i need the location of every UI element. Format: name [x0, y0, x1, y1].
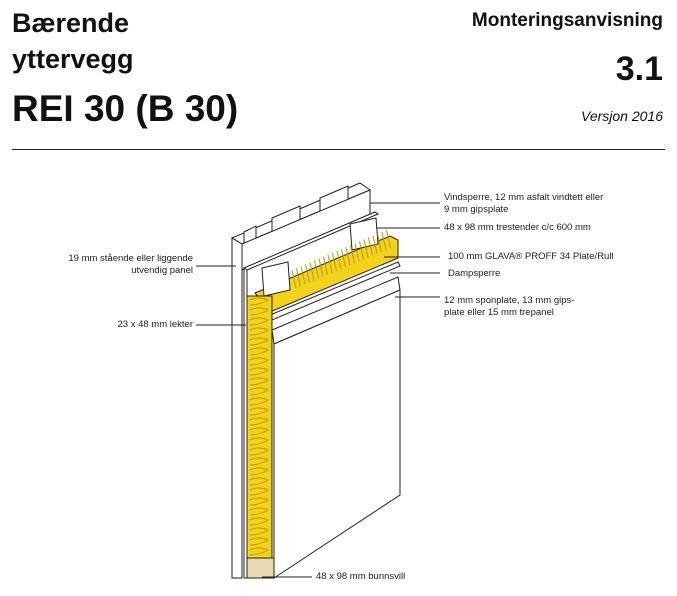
insulation-stripe	[372, 235, 378, 254]
insulation-stripe	[305, 264, 310, 283]
insulation-stripe	[296, 267, 301, 287]
insulation-wave	[249, 397, 270, 406]
insulation-wave	[249, 297, 270, 306]
header-divider	[12, 149, 665, 150]
insulation-stripe	[309, 262, 315, 281]
insulation-stripe	[332, 252, 337, 272]
insulation-wave	[249, 507, 270, 516]
cladding-front	[231, 237, 243, 579]
insulation-wave	[249, 407, 270, 416]
insulation-wave	[249, 457, 270, 466]
insulation-wave	[249, 487, 270, 496]
insulation-wave	[249, 417, 270, 426]
insulation-stripe	[345, 247, 351, 266]
insulation-wave	[249, 367, 270, 376]
insulation-wave	[249, 437, 270, 446]
interior-board	[273, 289, 401, 579]
insulation-wave	[249, 537, 270, 546]
label-bunnsvill: 48 x 98 mm bunnsvill	[316, 571, 406, 582]
title-line-2: yttervegg	[12, 44, 134, 74]
insulation-wave	[249, 547, 270, 556]
insulation-wave	[249, 427, 270, 436]
doc-type: Monteringsanvisning	[471, 10, 663, 31]
insulation-stripe	[350, 245, 355, 264]
insulation-stripe	[354, 243, 360, 262]
insulation-wave	[249, 317, 270, 326]
insulation-stripe	[363, 239, 369, 258]
insulation-wave	[249, 327, 270, 336]
insulation-wave	[249, 357, 270, 366]
insulation-wave	[249, 527, 270, 536]
insulation-wave	[249, 447, 270, 456]
insulation-wave	[249, 347, 270, 356]
label-dampsperre: Dampsperre	[448, 268, 501, 279]
label-innvendig: 12 mm sponplate, 13 mm gips-plate eller …	[444, 295, 575, 318]
title-line-1: Bærende	[12, 8, 130, 38]
title-fire-class: REI 30 (B 30)	[12, 88, 239, 129]
insulation-stripe	[368, 237, 373, 256]
label-lekter: 23 x 48 mm lekter	[117, 319, 194, 330]
insulation-wave	[249, 337, 270, 346]
insulation-stripe	[386, 229, 391, 249]
stud-back	[349, 217, 379, 251]
insulation-stripe	[381, 231, 387, 251]
label-isolasjon: 100 mm GLAVA® PROFF 34 Plate/Rull	[448, 251, 614, 262]
insulation-stripe	[359, 241, 364, 260]
insulation-wave	[249, 477, 270, 486]
stud-front	[261, 261, 291, 297]
insulation-stripe	[377, 233, 382, 253]
insulation-wave	[249, 377, 270, 386]
insulation-wave	[249, 517, 270, 526]
insulation-wave	[249, 307, 270, 316]
bottom-sill	[246, 557, 275, 579]
insulation-stripe	[300, 266, 306, 285]
insulation-stripe	[341, 248, 346, 268]
insulation-stripe	[327, 254, 333, 273]
version: Versjon 2016	[581, 108, 663, 124]
label-stender: 48 x 98 mm trestender c/c 600 mm	[444, 222, 591, 233]
insulation-wave	[249, 387, 270, 396]
insulation-stripe	[336, 250, 342, 270]
insulation-wave	[249, 467, 270, 476]
insulation-stripe	[291, 269, 297, 289]
doc-number: 3.1	[615, 50, 663, 88]
insulation-wave	[249, 497, 270, 506]
insulation-stripe	[323, 256, 328, 275]
insulation-stripe	[314, 260, 319, 279]
insulation-stripe	[318, 258, 324, 277]
